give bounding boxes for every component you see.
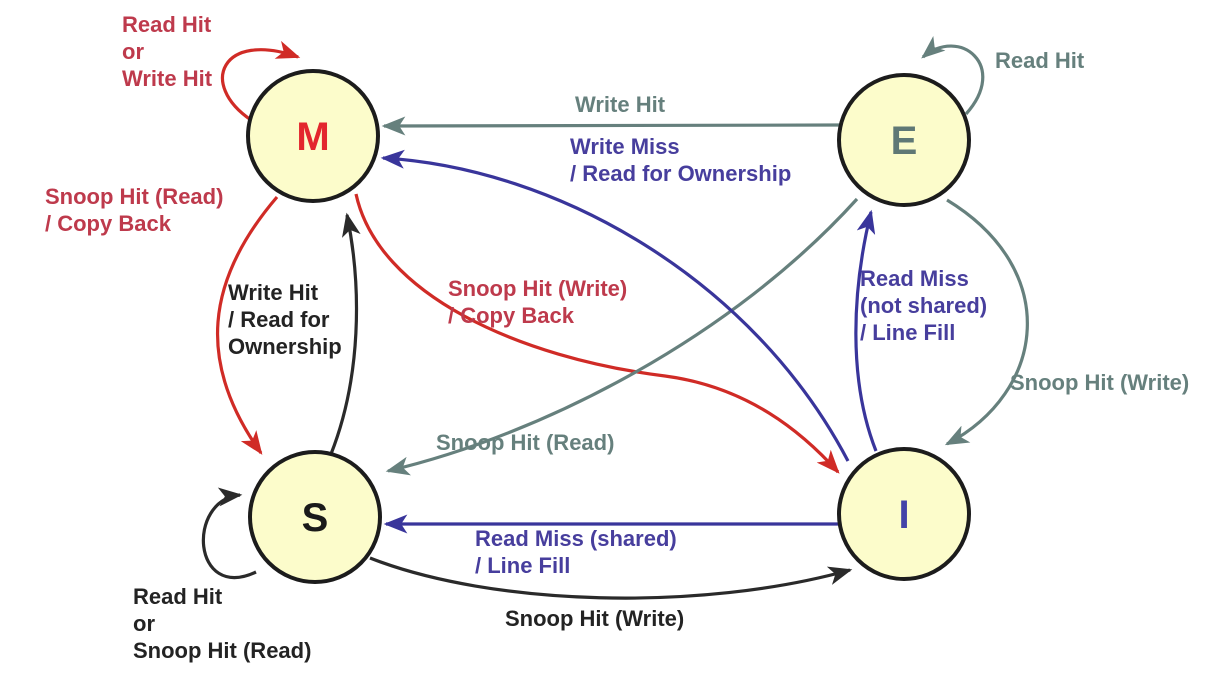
state-node-m — [246, 69, 380, 203]
transition-arrow-e-to-m — [381, 116, 841, 136]
state-node-e — [837, 73, 971, 207]
transition-arrow-m-to-s — [215, 195, 279, 455]
transition-arrow-s-self — [201, 487, 257, 580]
state-node-i — [837, 447, 971, 581]
transition-arrow-i-to-m — [380, 149, 850, 462]
transition-label-e-self: Read Hit — [995, 48, 1085, 73]
transition-arrow-m-to-i — [354, 193, 840, 474]
transition-label-i-to-m: Write Miss / Read for Ownership — [570, 134, 792, 186]
transition-label-m-self: Read Hit or Write Hit — [122, 12, 213, 91]
transition-arrow-e-self — [921, 36, 985, 116]
state-label-m: M — [296, 115, 329, 159]
transition-arrow-i-to-e — [854, 209, 878, 452]
transition-label-s-self: Read Hit or Snoop Hit (Read) — [133, 584, 312, 663]
state-label-s: S — [302, 496, 329, 540]
transition-label-e-to-i: Snoop Hit (Write) — [1010, 370, 1190, 395]
transition-label-s-to-m: Write Hit / Read for Ownership — [228, 280, 342, 359]
transition-arrow-e-to-i — [944, 198, 1029, 446]
transition-arrow-e-to-s — [385, 197, 859, 476]
transition-label-m-to-s: Snoop Hit (Read) / Copy Back — [45, 184, 224, 236]
transition-label-e-to-m: Write Hit — [575, 92, 666, 117]
state-label-i: I — [898, 493, 909, 537]
transition-arrow-s-to-i — [369, 556, 853, 600]
transition-arrow-m-self — [221, 40, 301, 122]
transition-label-m-to-i: Snoop Hit (Write) / Copy Back — [448, 276, 628, 328]
transition-label-i-to-s: Read Miss (shared) / Line Fill — [475, 526, 677, 578]
transition-label-i-to-e: Read Miss (not shared) / Line Fill — [860, 266, 988, 345]
state-node-s — [248, 450, 382, 584]
transition-label-e-to-s: Snoop Hit (Read) — [436, 430, 615, 455]
state-label-e: E — [891, 119, 918, 163]
transition-label-s-to-i: Snoop Hit (Write) — [505, 606, 685, 631]
transition-arrow-s-to-m — [329, 212, 361, 455]
